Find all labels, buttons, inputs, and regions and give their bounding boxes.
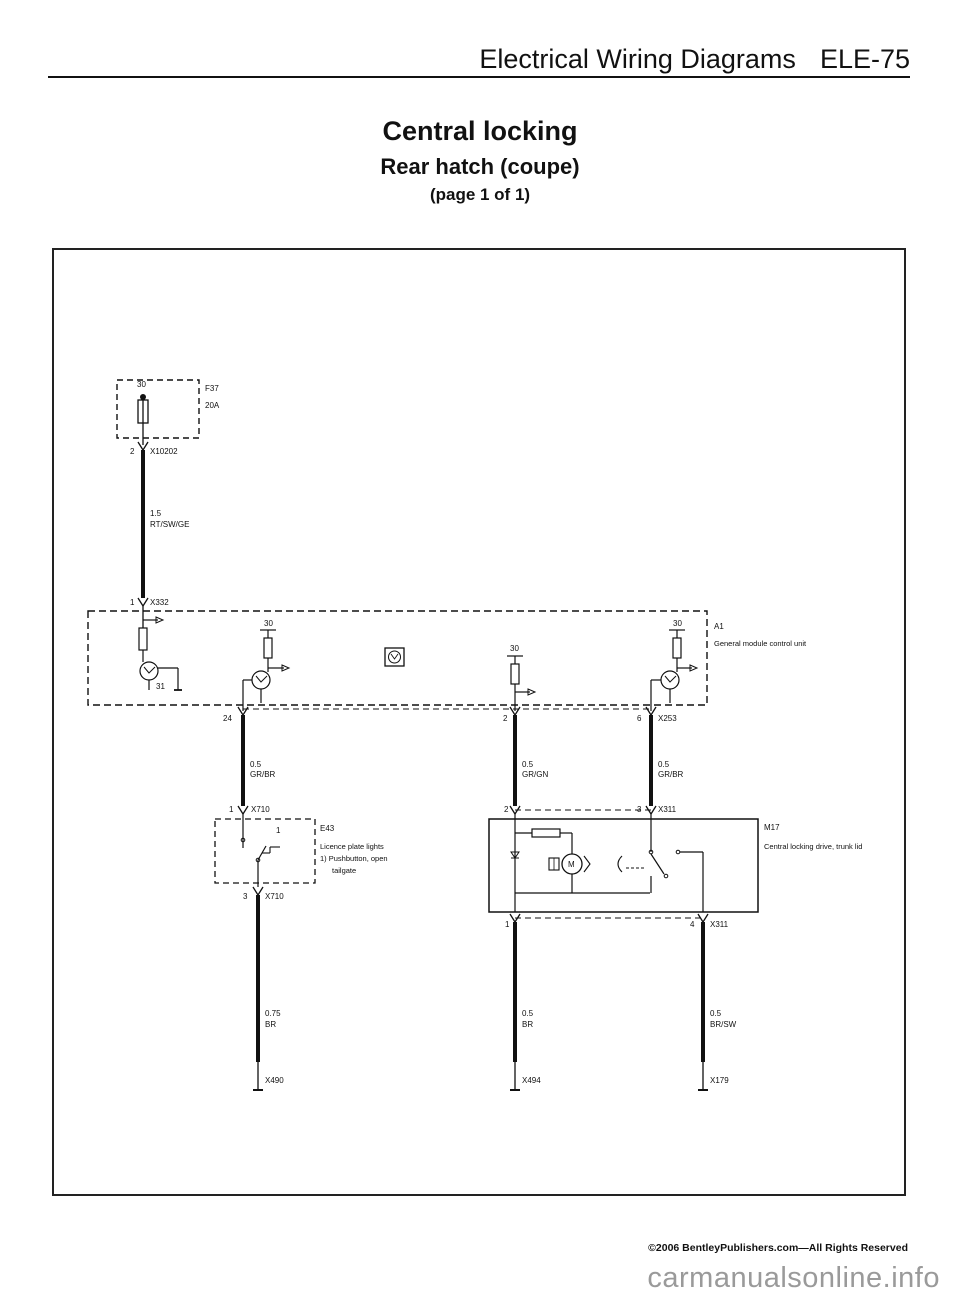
header-page-code: ELE-75 [819, 44, 910, 74]
ground-label: X179 [710, 1076, 729, 1085]
motor-id-label: M17 [764, 823, 780, 832]
pin-1-motor: 1 [505, 913, 521, 929]
ground-x179: X179 [698, 1062, 729, 1091]
pin-label: 1 [505, 920, 510, 929]
pin-label: 3 [243, 892, 248, 901]
wire-color-label: BR [522, 1020, 533, 1029]
pin-label: 2 [130, 447, 135, 456]
wire-color-label: GR/BR [250, 770, 276, 779]
connector-label: X332 [150, 598, 169, 607]
diagram-frame [52, 248, 906, 1196]
copyright-notice: ©2006 BentleyPublishers.com—All Rights R… [648, 1242, 908, 1254]
motor-m17: M17 Central locking drive, trunk lid M [488, 814, 862, 913]
pin-label: 1 [130, 598, 135, 607]
wire-color-label: RT/SW/GE [150, 520, 189, 529]
connector-label: X710 [265, 892, 284, 901]
connector-label: X311 [710, 920, 729, 929]
connector-label: X710 [251, 805, 270, 814]
connector-x710-bottom: 3 X710 [243, 886, 284, 901]
connector-label: X253 [658, 714, 677, 723]
connector-label: X311 [658, 805, 677, 814]
module-terminal-30: 30 [264, 619, 273, 628]
connector-x710-top: 1 X710 [229, 805, 270, 816]
connector-label: X10202 [150, 447, 178, 456]
wire-gauge-label: 0.5 [522, 760, 534, 769]
wire-gauge-label: 1.5 [150, 509, 162, 518]
page-header: Electrical Wiring Diagrams ELE-75 [479, 44, 910, 75]
module-name-label: General module control unit [714, 639, 807, 648]
fuse-rating-label: 20A [205, 401, 220, 410]
header-section: Electrical Wiring Diagrams [479, 44, 796, 74]
pin-label: 2 [504, 805, 509, 814]
connector-x332: 1 X332 [130, 597, 169, 608]
pin-label: 1 [229, 805, 234, 814]
module-terminal-30: 30 [510, 644, 519, 653]
connector-x10202: 2 X10202 [130, 441, 178, 456]
module-terminal-31: 31 [156, 682, 165, 691]
wire-color-label: GR/GN [522, 770, 548, 779]
motor-name-label: Central locking drive, trunk lid [764, 842, 862, 851]
wire-gauge-label: 0.75 [265, 1009, 281, 1018]
wire-gauge-label: 0.5 [710, 1009, 722, 1018]
wire-gauge-label: 0.5 [522, 1009, 534, 1018]
ground-x490: X490 [253, 1062, 284, 1091]
pin-label: 24 [223, 714, 232, 723]
watermark: carmanualsonline.info [647, 1262, 940, 1294]
switch-desc-line1: Licence plate lights [320, 842, 384, 851]
connector-x311-top: 3 X311 [637, 805, 677, 816]
header-rule [48, 76, 910, 78]
fuse-id-label: F37 [205, 384, 219, 393]
pin-label: 4 [690, 920, 695, 929]
switch-desc-line2: 1) Pushbutton, open [320, 854, 388, 863]
fuse-f37: 30 F37 20A [116, 379, 220, 445]
ground-x494: X494 [510, 1062, 541, 1091]
module-a1: A1 General module control unit 31 30 [87, 606, 807, 711]
diagram-page-indicator: (page 1 of 1) [429, 185, 531, 204]
pin-label: 2 [503, 714, 508, 723]
wire-color-label: GR/BR [658, 770, 684, 779]
diagram-subtitle: Rear hatch (coupe) [380, 154, 580, 179]
module-id-label: A1 [714, 622, 724, 631]
connector-x311-bottom: 4 X311 [690, 913, 729, 929]
switch-e43: 1 E43 Licence plate lights 1) Pushbutton… [214, 814, 388, 887]
ground-label: X494 [522, 1076, 541, 1085]
fuse-terminal-label: 30 [137, 380, 146, 389]
wire-gauge-label: 0.5 [250, 760, 262, 769]
module-terminal-30: 30 [673, 619, 682, 628]
switch-id-label: E43 [320, 824, 335, 833]
ground-label: X490 [265, 1076, 284, 1085]
wire-gauge-label: 0.5 [658, 760, 670, 769]
wire-color-label: BR/SW [710, 1020, 737, 1029]
wire-color-label: BR [265, 1020, 276, 1029]
motor-symbol-label: M [568, 860, 575, 869]
switch-contact-label: 1 [276, 826, 281, 835]
pin-label: 6 [637, 714, 642, 723]
switch-desc-line3: tailgate [332, 866, 356, 875]
diagram-title: Central locking [382, 116, 578, 146]
